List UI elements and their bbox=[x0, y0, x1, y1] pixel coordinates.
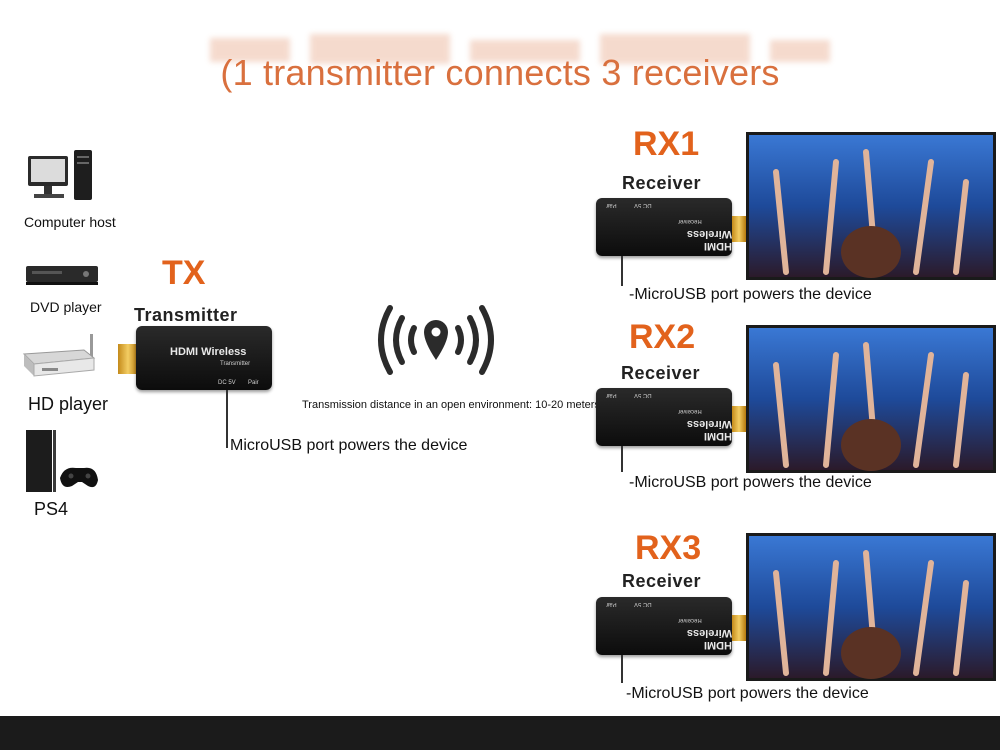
computer-host-icon bbox=[28, 150, 92, 200]
receiver-1-hdmi-plug bbox=[732, 216, 746, 242]
receiver-3-hdmi-plug bbox=[732, 615, 746, 641]
receiver-2-power-note: -MicroUSB port powers the device bbox=[629, 474, 872, 491]
source-label-computer-host: Computer host bbox=[24, 214, 116, 230]
receiver-2-usb-cable bbox=[621, 446, 623, 472]
receiver-3-usb-cable bbox=[621, 655, 623, 683]
receiver-3-power-note: -MicroUSB port powers the device bbox=[626, 685, 869, 702]
ps4-console-icon bbox=[26, 430, 98, 492]
receiver-1-port-pair: Pair bbox=[606, 202, 617, 208]
dvd-player-icon bbox=[26, 266, 98, 285]
diagram-title: (1 transmitter connects 3 receivers bbox=[220, 52, 780, 93]
receiver-2-name: Receiver bbox=[621, 363, 701, 383]
receiver-3-port-dc: DC 5V bbox=[634, 601, 652, 607]
transmitter-usb-cable bbox=[226, 390, 228, 448]
receiver-2-device-text: HDMI Wireless bbox=[686, 418, 732, 442]
source-label-hd-player: HD player bbox=[28, 394, 109, 414]
transmitter-device-sub: Transmitter bbox=[220, 361, 251, 367]
transmitter-tag: TX bbox=[162, 254, 206, 292]
receiver-2-tag: RX2 bbox=[629, 318, 696, 356]
receiver-1-tag: RX1 bbox=[633, 125, 700, 163]
receiver-2-port-dc: DC 5V bbox=[634, 392, 652, 398]
receiver-3-tv bbox=[746, 533, 996, 681]
receiver-1-tv bbox=[746, 132, 996, 280]
wireless-signal-icon bbox=[378, 305, 494, 375]
receiver-3-tv-screen bbox=[749, 536, 993, 679]
receiver-1-device-sub: Receiver bbox=[678, 218, 702, 224]
receiver-1-device-text: HDMI Wireless bbox=[686, 228, 732, 252]
receiver-2-hdmi-plug bbox=[732, 406, 746, 432]
transmitter-device: HDMI Wireless Transmitter DC 5V Pair bbox=[136, 326, 272, 390]
receiver-1-name: Receiver bbox=[622, 173, 702, 193]
receiver-1-tv-screen bbox=[749, 135, 993, 278]
transmitter-name: Transmitter bbox=[134, 305, 238, 325]
transmitter-hdmi-plug bbox=[118, 344, 138, 374]
transmitter-port-dc: DC 5V bbox=[218, 380, 236, 386]
bottom-bar bbox=[0, 716, 1000, 750]
transmitter-port-pair: Pair bbox=[248, 380, 259, 386]
transmission-distance-note: Transmission distance in an open environ… bbox=[302, 399, 600, 411]
receiver-1-usb-cable bbox=[621, 256, 623, 286]
transmitter-device-text: HDMI Wireless bbox=[170, 346, 247, 358]
receiver-2-device: HDMI Wireless Receiver DC 5V Pair bbox=[596, 388, 732, 446]
title-watermark bbox=[210, 34, 830, 64]
receiver-2-tv-screen bbox=[749, 328, 993, 471]
receiver-3-device: HDMI Wireless Receiver DC 5V Pair bbox=[596, 597, 732, 655]
receiver-3-name: Receiver bbox=[622, 571, 702, 591]
hd-player-icon bbox=[22, 334, 96, 377]
receiver-3-port-pair: Pair bbox=[606, 601, 617, 607]
source-label-dvd-player: DVD player bbox=[30, 299, 102, 315]
receiver-1-port-dc: DC 5V bbox=[634, 202, 652, 208]
receiver-3-device-text: HDMI Wireless bbox=[686, 627, 732, 651]
receiver-1-power-note: -MicroUSB port powers the device bbox=[629, 286, 872, 303]
receiver-2-port-pair: Pair bbox=[606, 392, 617, 398]
receiver-1-device: HDMI Wireless Receiver DC 5V Pair bbox=[596, 198, 732, 256]
receiver-2-tv bbox=[746, 325, 996, 473]
receiver-3-tag: RX3 bbox=[635, 529, 702, 567]
receiver-3-device-sub: Receiver bbox=[678, 617, 702, 623]
receiver-2-device-sub: Receiver bbox=[678, 408, 702, 414]
source-label-ps4: PS4 bbox=[34, 499, 69, 519]
transmitter-power-note: MicroUSB port powers the device bbox=[230, 437, 468, 454]
